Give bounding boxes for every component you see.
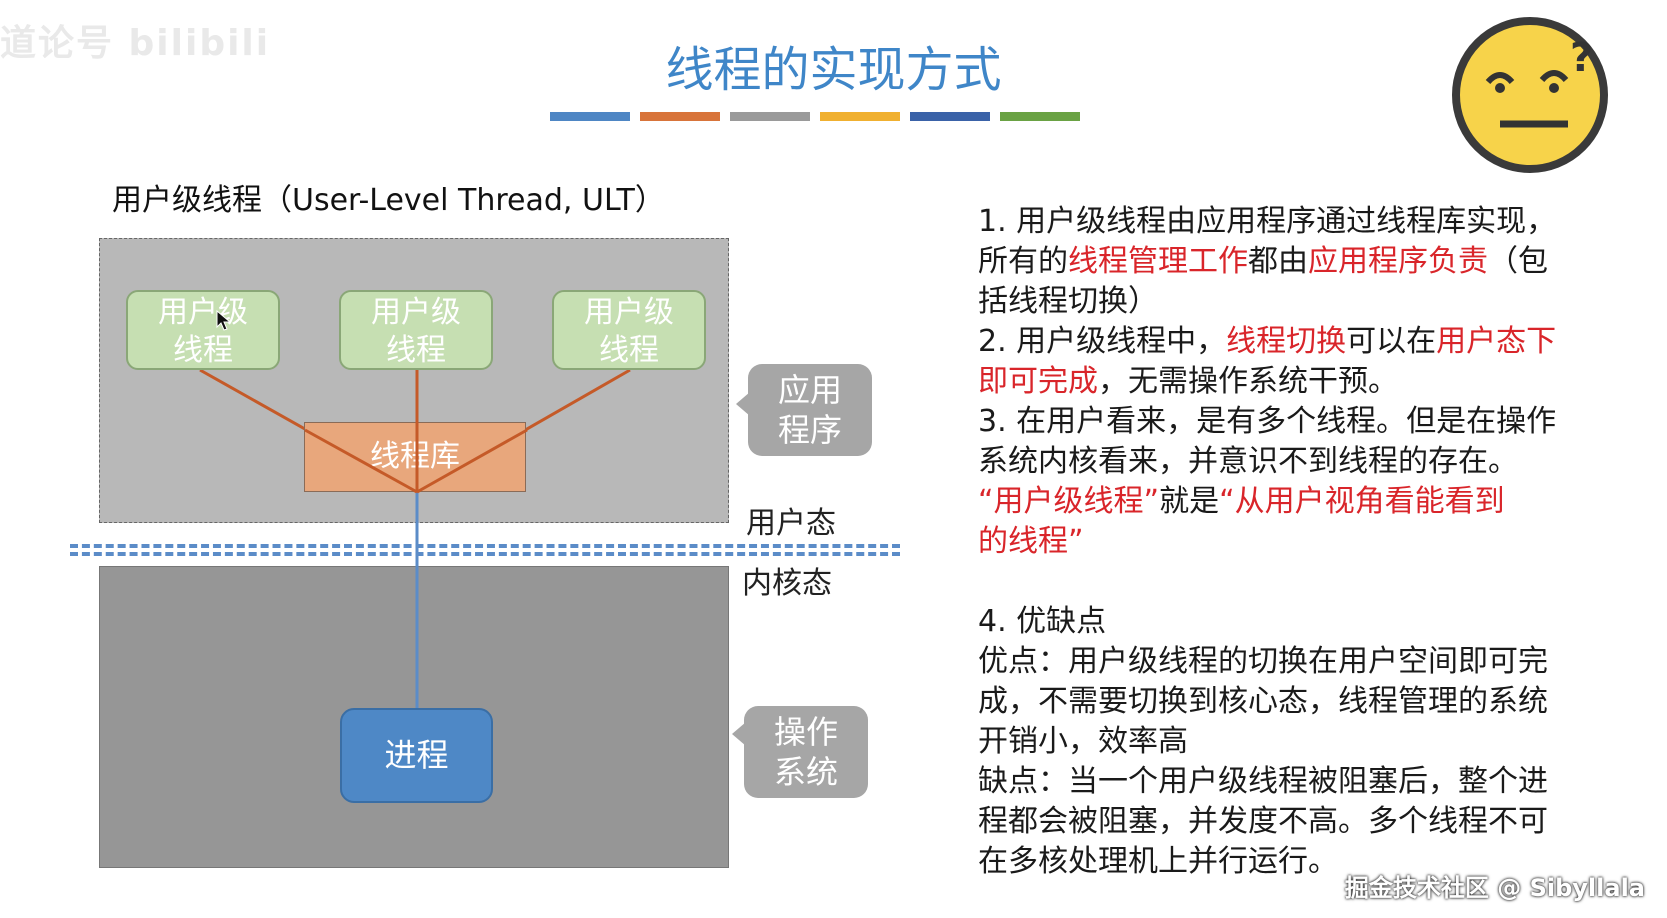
pros-line3: 开销小，效率高 — [978, 724, 1188, 759]
application-callout: 应用程序 — [748, 364, 872, 456]
thread-2-label: 用户级线程 — [371, 295, 461, 368]
user-thread-3: 用户级线程 — [552, 290, 706, 370]
confused-face-icon: ? — [1452, 17, 1608, 173]
title-bar-6 — [1000, 112, 1080, 121]
pros-line1: 优点：用户级线程的切换在用户空间即可完 — [978, 644, 1548, 679]
os-callout-pointer — [732, 722, 746, 746]
user-mode-label: 用户态 — [746, 506, 836, 541]
title-bar-4 — [820, 112, 900, 121]
pros-line2: 成，不需要切换到核心态，线程管理的系统 — [978, 684, 1548, 719]
p1-line1: 1. 用户级线程由应用程序通过线程库实现， — [978, 204, 1557, 239]
explanation-text: 1. 用户级线程由应用程序通过线程库实现， 所有的线程管理工作都由应用程序负责（… — [978, 202, 1556, 882]
cons-line3: 在多核处理机上并行运行。 — [978, 844, 1338, 879]
p3-line1: 3. 在用户看来，是有多个线程。但是在操作 — [978, 404, 1557, 439]
cons-line1: 缺点：当一个用户级线程被阻塞后，整个进 — [978, 764, 1548, 799]
application-callout-pointer — [736, 392, 750, 416]
p3-line2: 系统内核看来，并意识不到线程的存在。 — [978, 444, 1518, 479]
title-bar-3 — [730, 112, 810, 121]
thread-1-label: 用户级线程 — [158, 295, 248, 368]
os-callout: 操作系统 — [744, 706, 868, 798]
process-box: 进程 — [340, 708, 493, 803]
mouse-cursor-icon — [216, 310, 232, 331]
user-thread-2: 用户级线程 — [339, 290, 493, 370]
p3-line4: 的线程” — [978, 524, 1084, 559]
slide-title: 线程的实现方式 — [665, 42, 1002, 98]
kernel-mode-label: 内核态 — [742, 566, 832, 601]
title-bar-1 — [550, 112, 630, 121]
p2-line2: 即可完成，无需操作系统干预。 — [978, 364, 1398, 399]
mode-boundary-dashed-line — [70, 544, 900, 548]
title-bar-2 — [640, 112, 720, 121]
ult-heading: 用户级线程（User-Level Thread, ULT） — [112, 183, 665, 218]
p4-title: 4. 优缺点 — [978, 604, 1107, 639]
p3-line3: “用户级线程”就是“从用户视角看能看到 — [978, 484, 1505, 519]
user-thread-1: 用户级线程 — [126, 290, 280, 370]
mode-boundary-dashed-line-2 — [70, 552, 900, 556]
p1-line2: 所有的线程管理工作都由应用程序负责（包 — [978, 244, 1548, 279]
juejin-watermark: 掘金技术社区 @ Sibyllala — [1344, 874, 1645, 902]
application-callout-label: 应用程序 — [777, 371, 842, 449]
p2-line1: 2. 用户级线程中，线程切换可以在用户态下 — [978, 324, 1557, 359]
title-bar-5 — [910, 112, 990, 121]
bilibili-watermark: 道论号 bilibili — [0, 23, 271, 64]
p1-line3: 括线程切换） — [978, 284, 1158, 319]
thread-3-label: 用户级线程 — [584, 295, 674, 368]
svg-text:?: ? — [1570, 35, 1593, 81]
os-callout-label: 操作系统 — [773, 713, 838, 791]
thread-library-box: 线程库 — [304, 422, 526, 492]
cons-line2: 程都会被阻塞，并发度不高。多个线程不可 — [978, 804, 1548, 839]
